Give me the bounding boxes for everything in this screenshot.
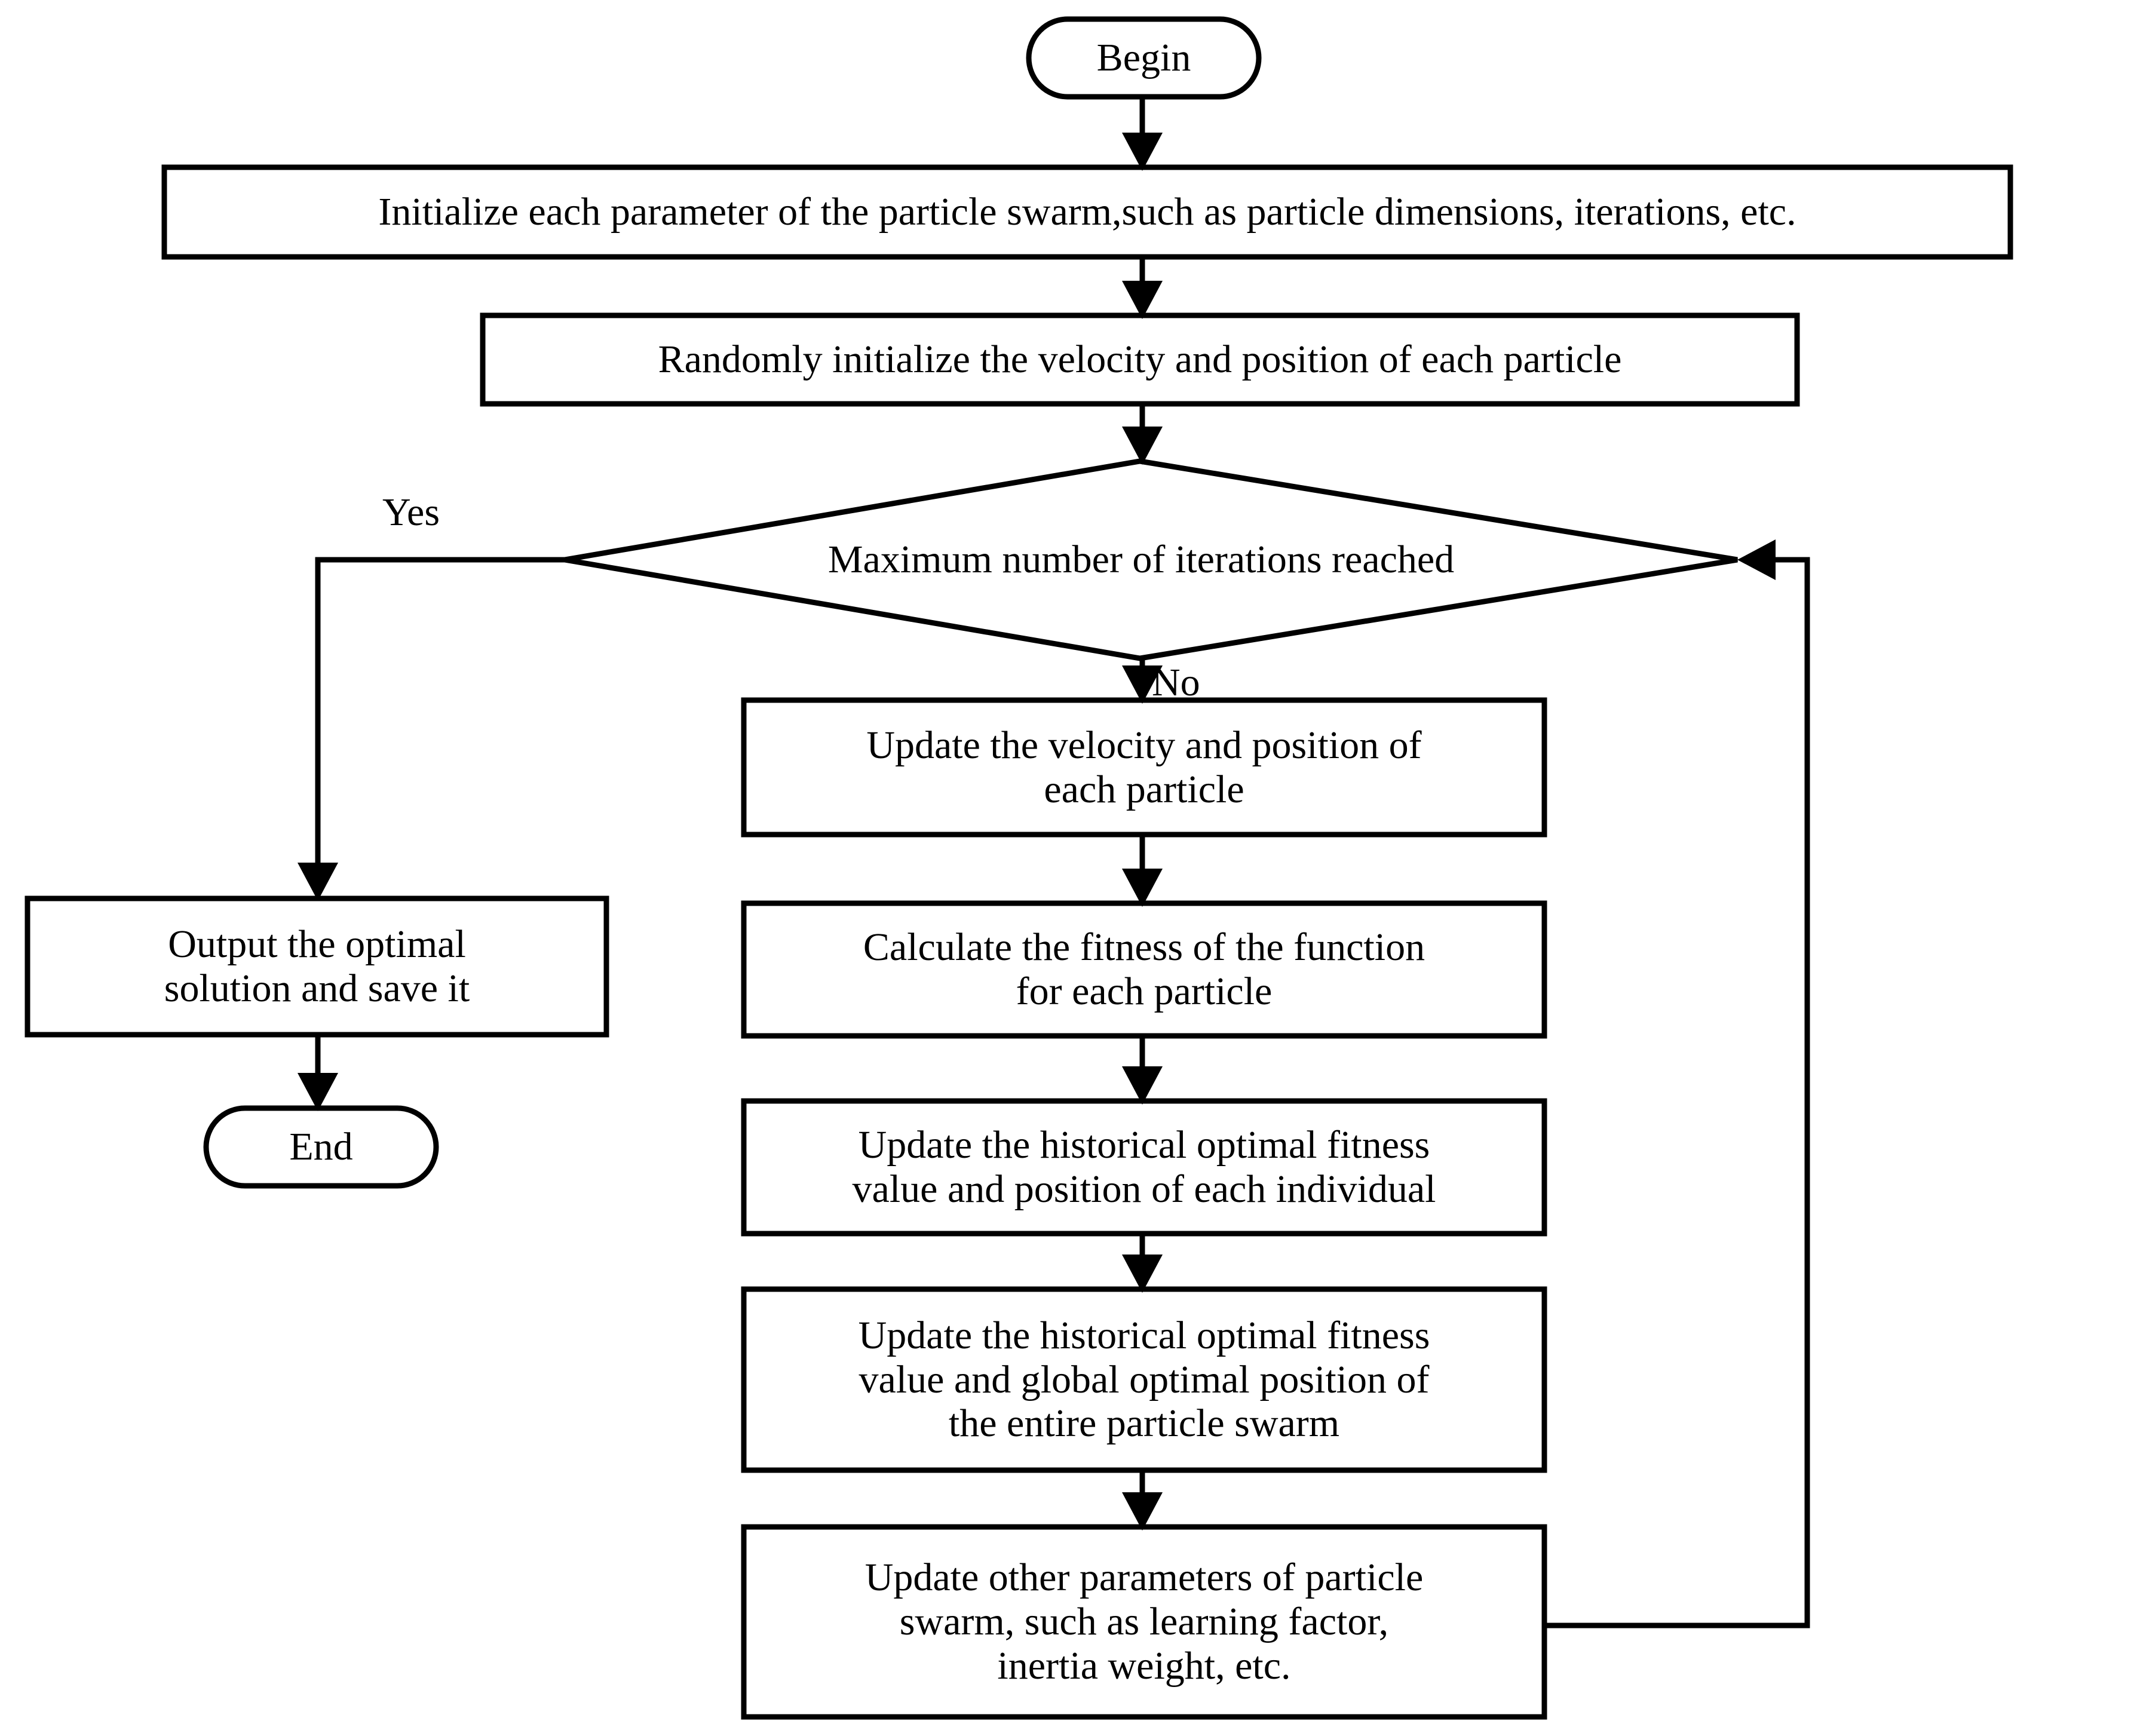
- node-output-shape: [24, 895, 609, 1038]
- node-update-other-shape: [741, 1524, 1547, 1720]
- node-output-label: Output the optimal solution and save it: [164, 922, 470, 1010]
- arrowhead-init-velocity-to-decision: [1122, 427, 1163, 465]
- node-update-individual-label: Update the historical optimal fitness va…: [852, 1123, 1436, 1211]
- node-init-velocity-shape: [480, 312, 1800, 407]
- node-init-params-shape: [161, 164, 2013, 260]
- arrowhead-decision-no-to-update-velocity: [1122, 665, 1163, 704]
- node-init-velocity-label: Randomly initialize the velocity and pos…: [658, 338, 1622, 382]
- arrowhead-update-global-to-update-other: [1122, 1492, 1163, 1530]
- node-begin-label: Begin: [1096, 36, 1191, 80]
- arrowhead-calc-fitness-to-update-individual: [1122, 1066, 1163, 1105]
- node-end-shape: [203, 1105, 439, 1189]
- edge-label-yes: Yes: [382, 490, 440, 534]
- node-init-params-label: Initialize each parameter of the particl…: [378, 190, 1796, 234]
- arrowhead-update-individual-to-update-global: [1122, 1255, 1163, 1293]
- edge-decision-yes-to-output: [315, 557, 565, 883]
- arrowhead-begin-to-init-params: [1122, 133, 1163, 171]
- node-calc-fitness-label: Calculate the fitness of the function fo…: [863, 925, 1425, 1013]
- arrowhead-init-params-to-init-velocity: [1122, 281, 1163, 319]
- arrowhead-decision-yes-to-output: [298, 863, 338, 901]
- arrowhead-update-velocity-to-calc-fitness: [1122, 869, 1163, 907]
- arrowhead-output-to-end: [298, 1073, 338, 1111]
- node-end-label: End: [289, 1125, 353, 1169]
- node-decision-label: Maximum number of iterations reached: [827, 538, 1455, 582]
- edge-label-no: No: [1152, 661, 1200, 704]
- node-update-global-label: Update the historical optimal fitness va…: [858, 1313, 1430, 1446]
- arrowhead-loop-to-decision: [1737, 539, 1776, 580]
- node-update-velocity-label: Update the velocity and position of each…: [866, 723, 1422, 811]
- node-update-other-label: Update other parameters of particle swar…: [864, 1556, 1424, 1688]
- edge-update-other-to-decision-loop: [1544, 557, 1810, 1628]
